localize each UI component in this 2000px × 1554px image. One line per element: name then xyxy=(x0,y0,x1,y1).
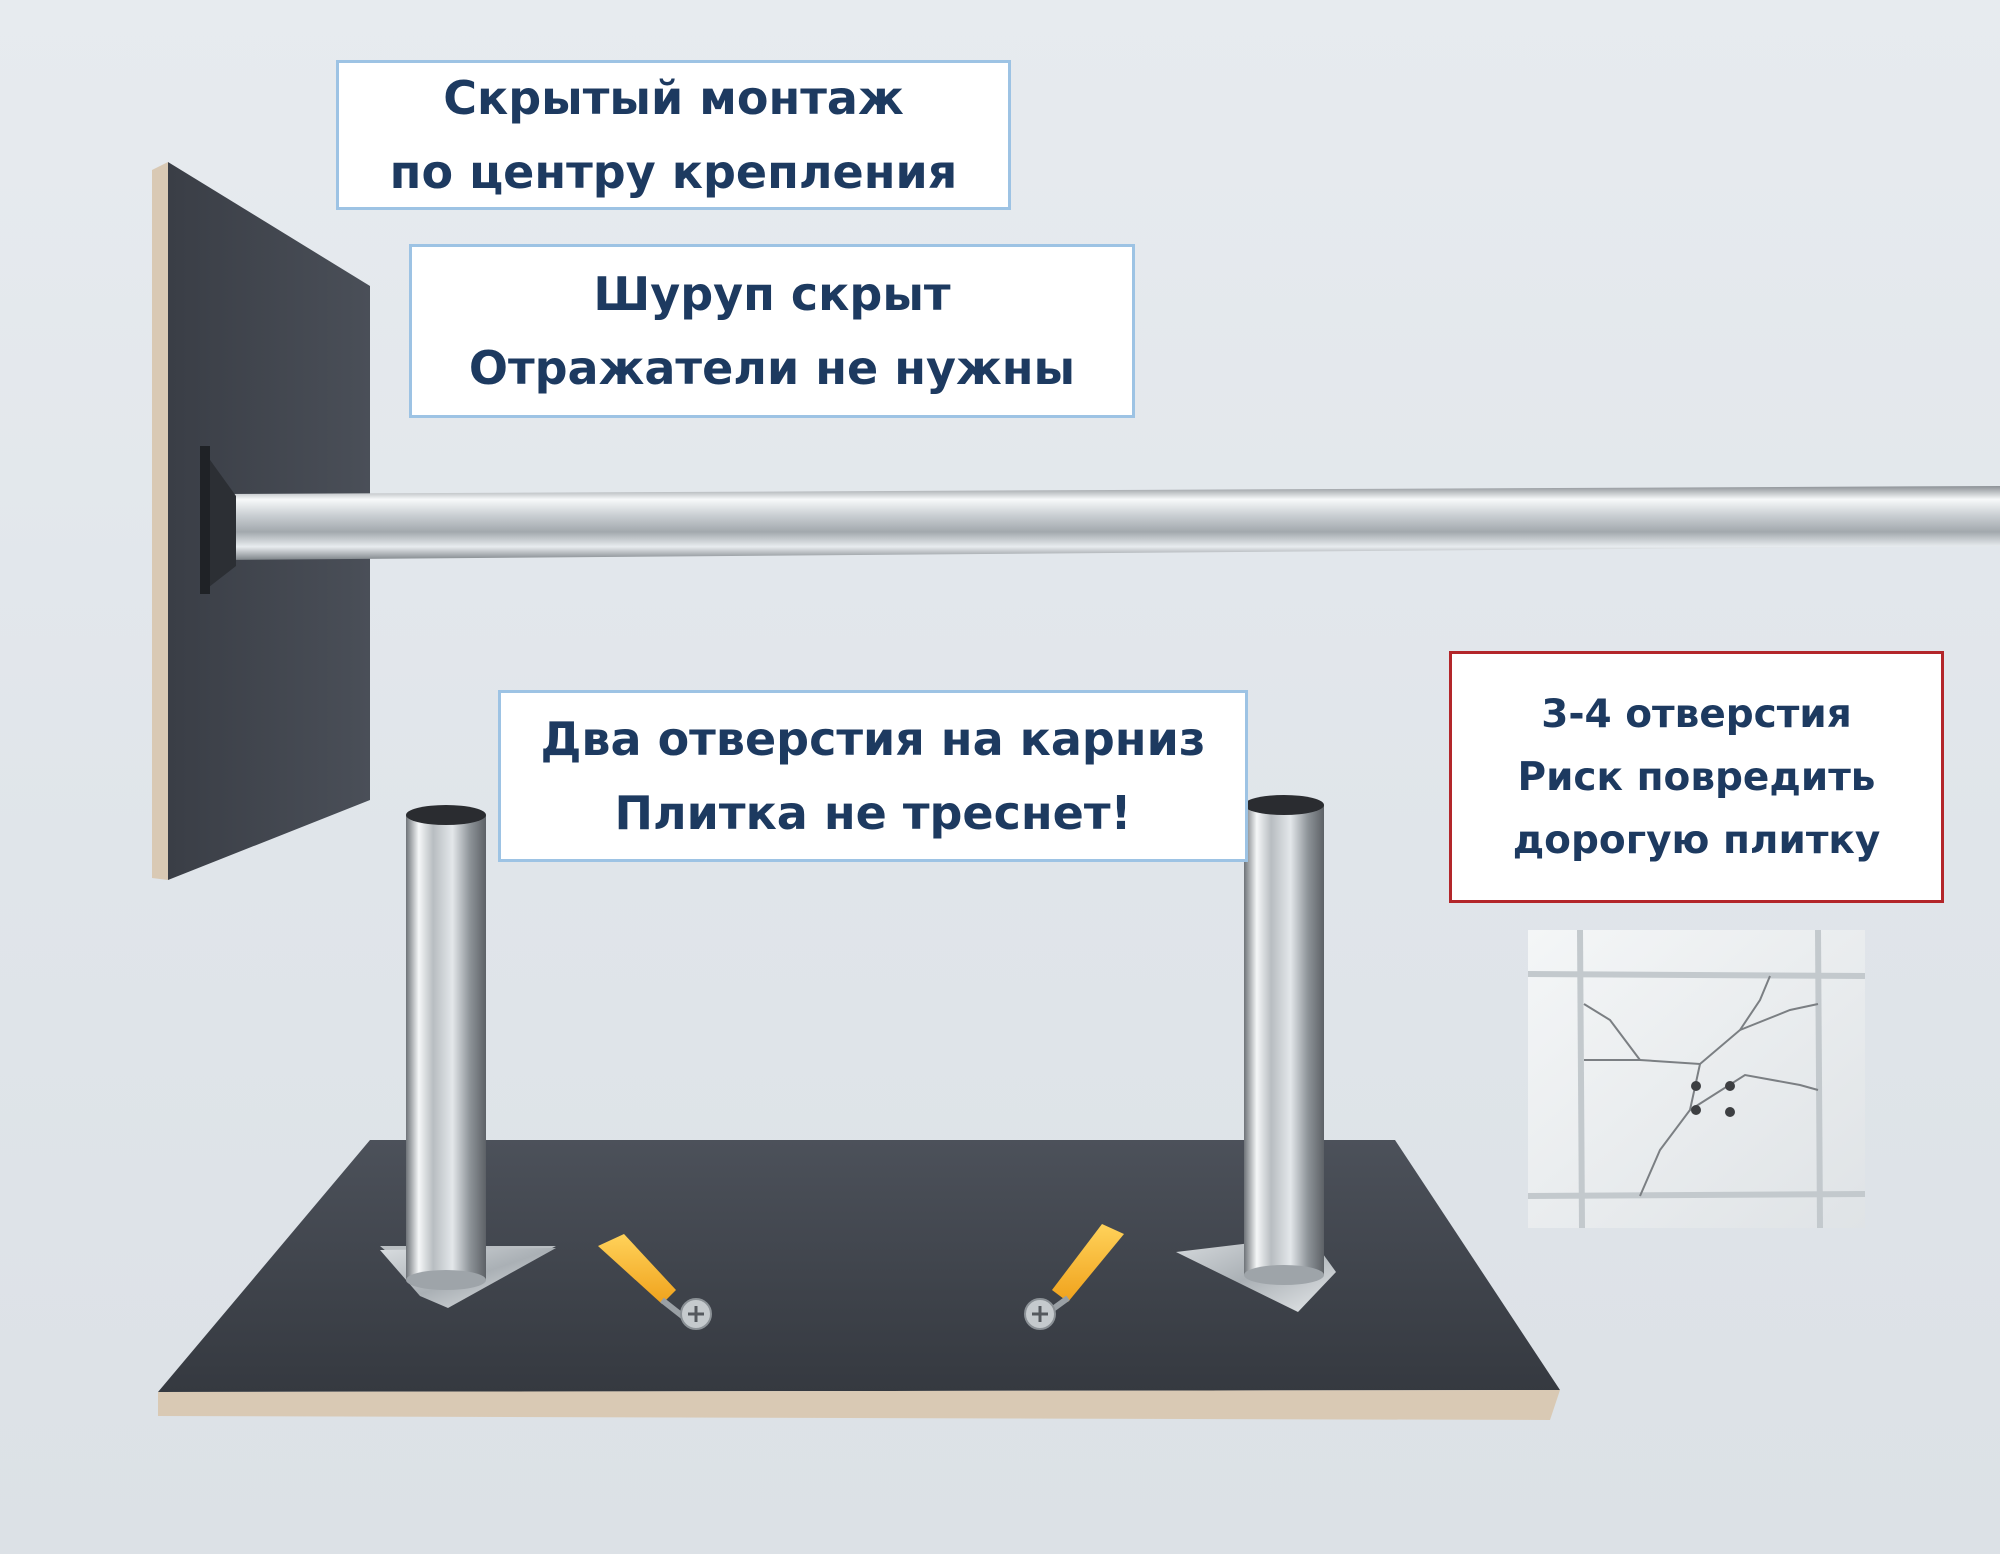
right-dowel-and-screw xyxy=(1024,1224,1124,1330)
screw-hidden-line-1: Шуруп скрыт xyxy=(593,267,951,321)
right-rod-with-flange xyxy=(1176,795,1336,1312)
two-holes-line-2: Плитка не треснет! xyxy=(614,786,1132,840)
horizontal-rod xyxy=(216,486,2000,560)
two-holes-label: Два отверстия на карниз Плитка не тресне… xyxy=(498,690,1248,862)
risk-warning-label: 3-4 отверстия Риск повредить дорогую пли… xyxy=(1449,651,1944,903)
hidden-mount-line-2: по центру крепления xyxy=(389,145,958,199)
wall-mount-bracket xyxy=(200,446,236,594)
hidden-mount-label: Скрытый монтаж по центру крепления xyxy=(336,60,1011,210)
risk-line-3: дорогую плитку xyxy=(1512,817,1881,863)
two-holes-line-1: Два отверстия на карниз xyxy=(540,712,1206,766)
risk-line-1: 3-4 отверстия xyxy=(1541,691,1852,737)
cracked-tile-photo xyxy=(1527,929,1866,1229)
floor-tile xyxy=(158,1140,1560,1420)
screw-hidden-label: Шуруп скрыт Отражатели не нужны xyxy=(409,244,1135,418)
screw-hidden-line-2: Отражатели не нужны xyxy=(468,341,1076,395)
risk-line-2: Риск повредить xyxy=(1517,754,1876,800)
left-rod-with-flange xyxy=(380,805,556,1308)
left-dowel-and-screw xyxy=(598,1234,712,1330)
hidden-mount-line-1: Скрытый монтаж xyxy=(443,71,904,125)
